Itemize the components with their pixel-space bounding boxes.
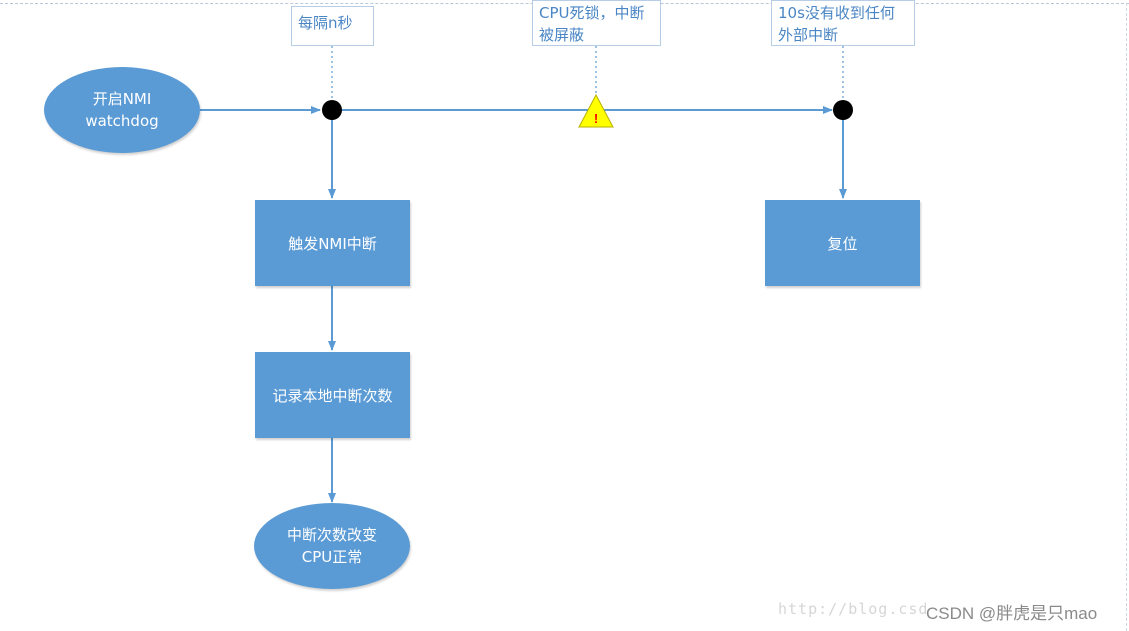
start-node: 开启NMI watchdog [44, 67, 200, 153]
right-dashed-border [1126, 3, 1127, 631]
warning-icon [578, 93, 614, 128]
junction-dot-timeout [833, 100, 853, 120]
callout-interval: 每隔n秒 [291, 6, 374, 46]
start-node-line2: watchdog [85, 112, 159, 130]
callout-no-interrupt-line2: 外部中断 [778, 26, 839, 44]
callout-cpu-deadlock-line2: 被屏蔽 [539, 26, 585, 44]
reset-label: 复位 [827, 234, 858, 253]
callout-cpu-deadlock-line1: CPU死锁，中断 [539, 4, 645, 22]
trigger-nmi-node: 触发NMI中断 [255, 200, 410, 286]
start-node-line1: 开启NMI [92, 90, 152, 108]
callout-cpu-deadlock: CPU死锁，中断 被屏蔽 [532, 0, 661, 46]
watermark-url: http://blog.csd [778, 600, 929, 618]
callout-interval-text: 每隔n秒 [298, 14, 353, 32]
record-count-node: 记录本地中断次数 [255, 352, 410, 438]
count-changed-line2: CPU正常 [301, 548, 363, 566]
reset-node: 复位 [765, 200, 920, 286]
count-changed-line1: 中断次数改变 [286, 526, 377, 544]
count-changed-node: 中断次数改变 CPU正常 [254, 503, 410, 589]
record-count-label: 记录本地中断次数 [272, 386, 393, 405]
callout-no-interrupt: 10s没有收到任何 外部中断 [771, 0, 915, 46]
trigger-nmi-label: 触发NMI中断 [288, 234, 377, 253]
junction-dot-interval [322, 100, 342, 120]
callout-no-interrupt-line1: 10s没有收到任何 [778, 4, 895, 22]
watermark-brand: CSDN @胖虎是只mao [926, 604, 1098, 623]
warning-mark: ! [594, 111, 598, 126]
